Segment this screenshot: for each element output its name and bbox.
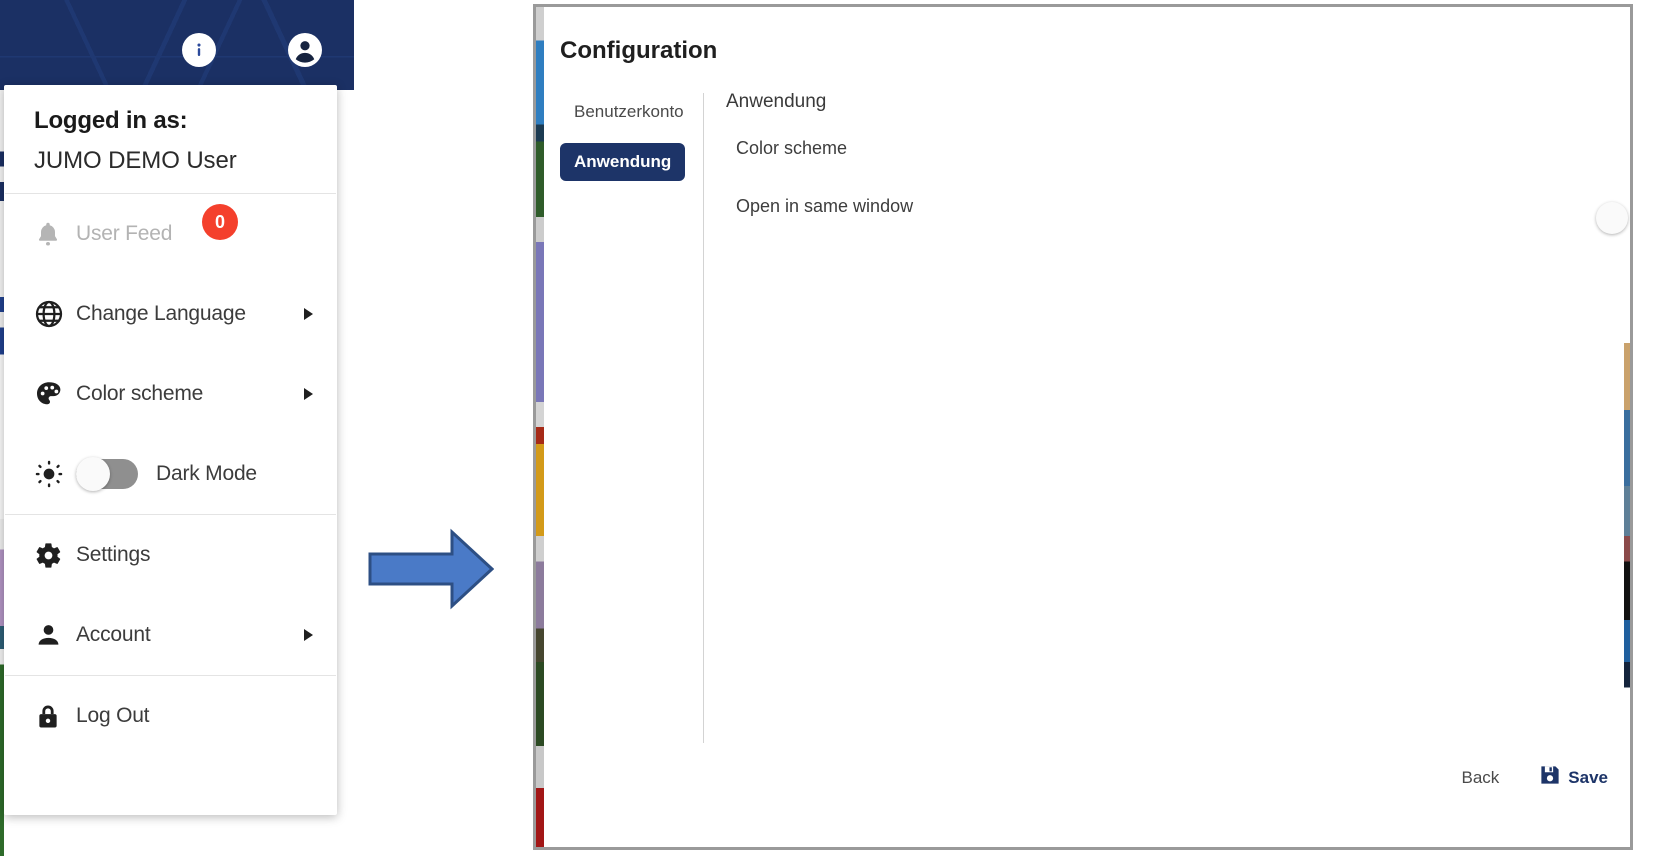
- background-color-strip-dialog-right: [1624, 7, 1630, 847]
- dialog-footer: Back Save: [1461, 764, 1608, 791]
- lock-icon: [34, 702, 76, 731]
- menu-divider: [5, 675, 336, 676]
- dark-mode-toggle[interactable]: [76, 457, 138, 491]
- configuration-panel: Anwendung Color scheme Open in same wind…: [726, 91, 1628, 234]
- setting-row-open-in-same-window: Open in same window: [726, 183, 1628, 234]
- configuration-dialog: Configuration Benutzerkonto Anwendung An…: [533, 4, 1633, 850]
- menu-item-user-feed[interactable]: User Feed 0: [4, 194, 337, 274]
- panel-title: Anwendung: [726, 91, 827, 112]
- tab-anwendung[interactable]: Anwendung: [560, 143, 686, 181]
- palette-icon: [34, 379, 76, 409]
- tab-benutzerkonto[interactable]: Benutzerkonto: [574, 102, 684, 121]
- flow-arrow: [368, 528, 495, 615]
- vertical-divider: [703, 93, 704, 743]
- user-name: JUMO DEMO User: [34, 147, 237, 174]
- menu-item-account[interactable]: Account: [4, 595, 337, 675]
- menu-item-dark-mode[interactable]: Dark Mode: [4, 434, 337, 514]
- menu-divider: [5, 193, 336, 194]
- toggle-knob: [76, 457, 110, 491]
- setting-row-color-scheme: Color scheme: [726, 125, 1616, 171]
- background-color-strip-dialog-left: [536, 7, 544, 847]
- menu-item-label: Dark Mode: [156, 462, 257, 485]
- logged-in-label: Logged in as:: [34, 107, 188, 134]
- account-avatar-icon[interactable]: [288, 33, 322, 67]
- user-menu-dropdown: Logged in as: JUMO DEMO User User Feed 0: [4, 85, 337, 815]
- background-color-strip-left: [0, 90, 4, 856]
- chevron-right-icon: [304, 629, 313, 641]
- user-feed-badge: 0: [202, 204, 238, 240]
- menu-item-color-scheme[interactable]: Color scheme: [4, 354, 337, 434]
- floppy-disk-icon: [1539, 764, 1561, 791]
- save-button-label: Save: [1568, 767, 1608, 787]
- page-title: Configuration: [560, 37, 718, 64]
- menu-item-label: Account: [76, 623, 151, 646]
- bell-icon: [34, 219, 76, 249]
- chevron-right-icon: [304, 388, 313, 400]
- globe-icon: [34, 299, 76, 329]
- menu-item-label: Color scheme: [76, 382, 204, 405]
- back-button[interactable]: Back: [1461, 767, 1500, 787]
- info-icon[interactable]: [182, 33, 216, 67]
- menu-item-label: Settings: [76, 543, 151, 566]
- sun-icon: [34, 459, 76, 489]
- gear-icon: [34, 541, 76, 570]
- app-header: [0, 0, 354, 90]
- menu-divider: [5, 514, 336, 515]
- save-button[interactable]: Save: [1539, 764, 1608, 791]
- menu-item-log-out[interactable]: Log Out: [4, 676, 337, 756]
- setting-label: Color scheme: [736, 137, 848, 158]
- toggle-knob: [1596, 202, 1628, 234]
- chevron-right-icon: [304, 308, 313, 320]
- configuration-tab-list: Benutzerkonto Anwendung: [560, 93, 700, 193]
- menu-header: Logged in as: JUMO DEMO User: [4, 85, 337, 193]
- menu-item-settings[interactable]: Settings: [4, 515, 337, 595]
- menu-item-change-language[interactable]: Change Language: [4, 274, 337, 354]
- menu-item-label: Change Language: [76, 302, 246, 325]
- menu-item-label: Log Out: [76, 704, 150, 727]
- setting-label: Open in same window: [736, 195, 914, 216]
- person-icon: [34, 621, 76, 650]
- menu-item-label: User Feed: [76, 222, 173, 245]
